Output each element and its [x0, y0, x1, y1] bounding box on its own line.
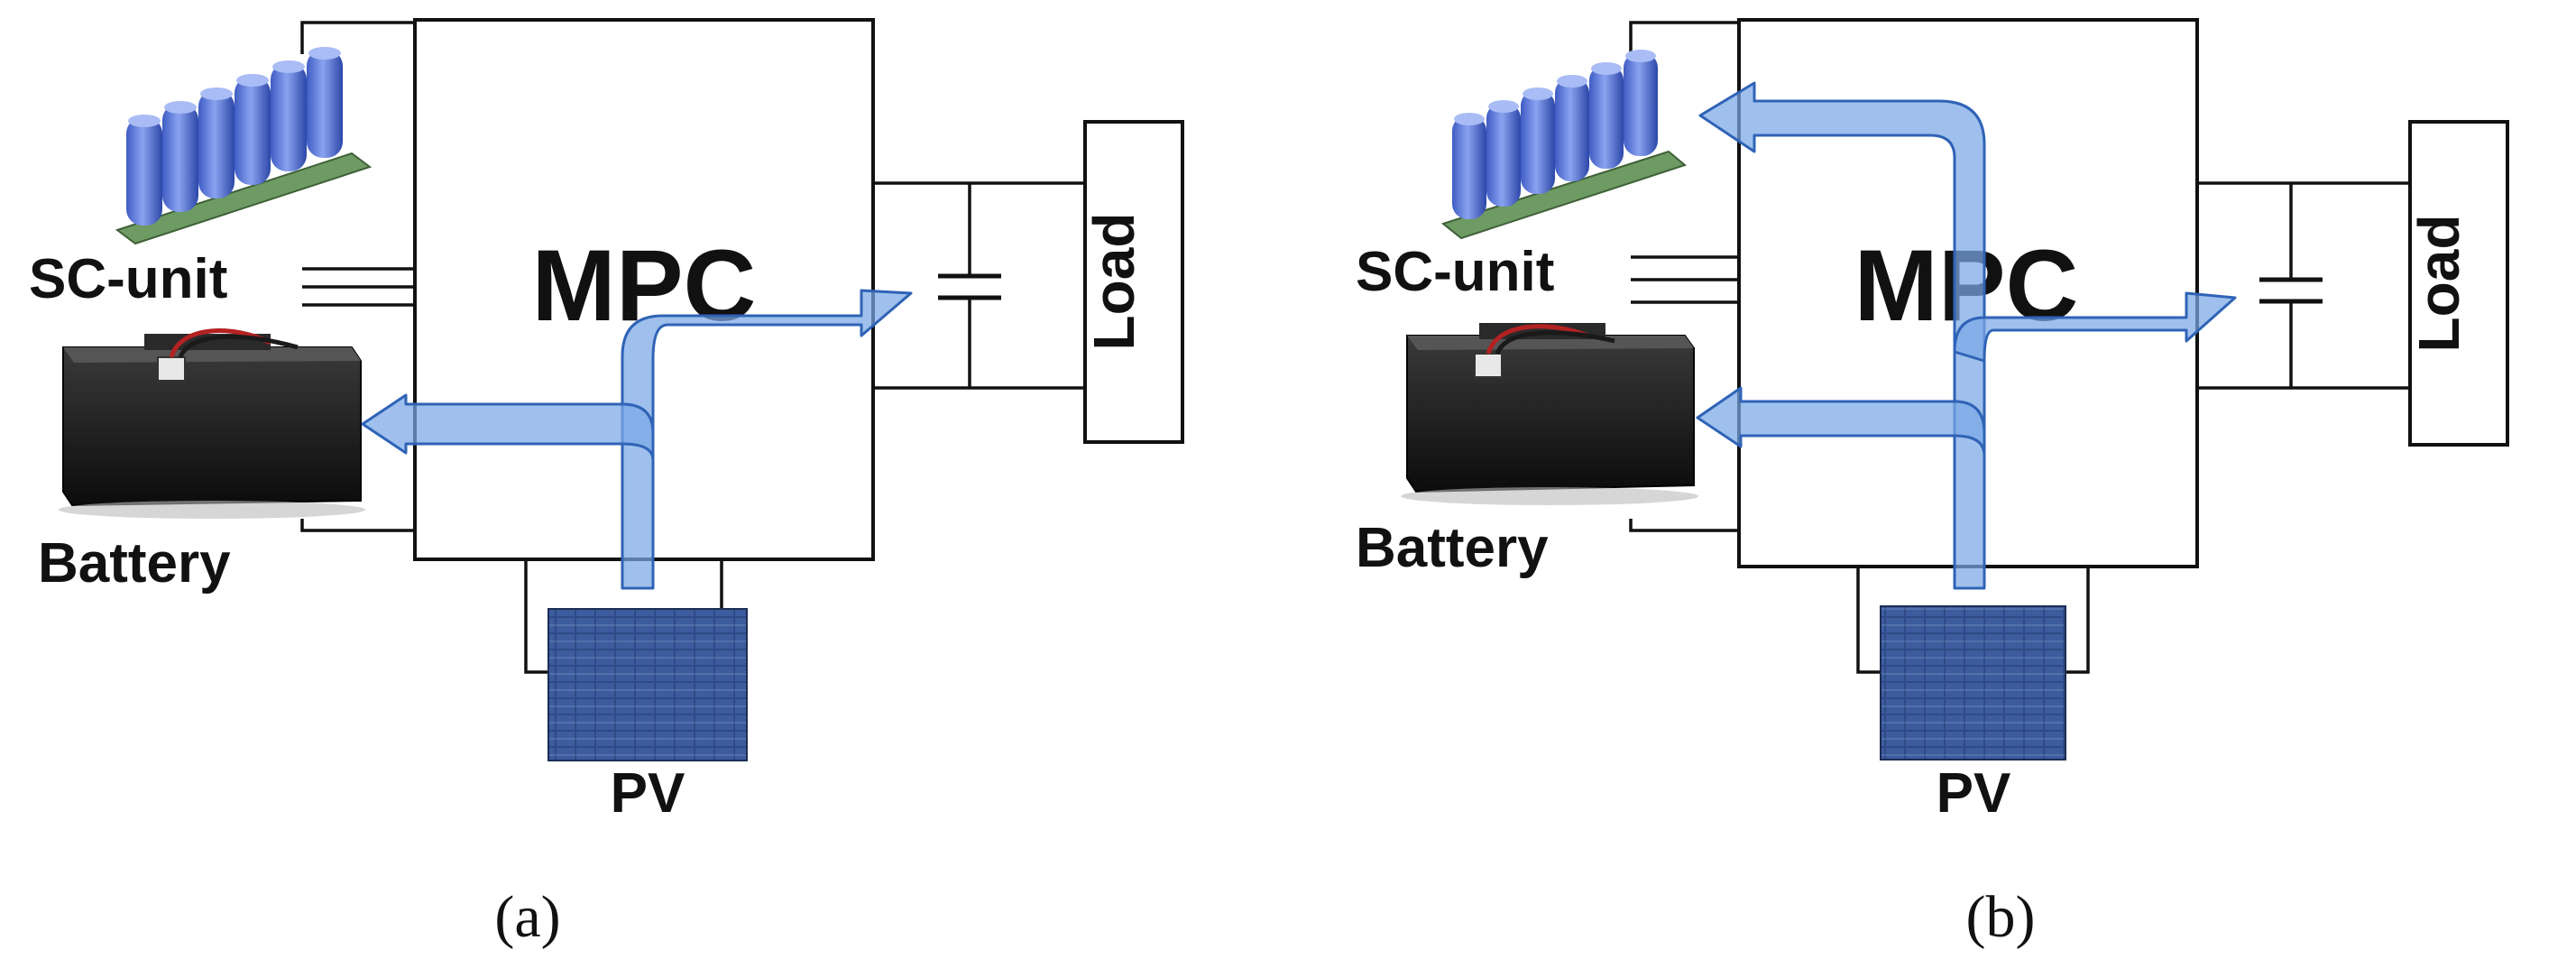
battery-label-b: Battery [1356, 517, 1549, 579]
battery-icon-a [59, 328, 365, 519]
sc-unit-label-b: SC-unit [1356, 241, 1554, 303]
flow-arrow-pv-to-sc-unit-b [1698, 81, 1986, 590]
wiring-a [300, 21, 1085, 674]
panel-b: MPC Load SC-unit Battery [1356, 18, 2509, 950]
pv-label-b: PV [1937, 762, 2011, 825]
pv-label-a: PV [611, 762, 685, 825]
load-box-a [1083, 120, 1184, 444]
flow-arrow-to-battery-a [361, 393, 655, 462]
battery-icon-b [1401, 323, 1698, 505]
flow-arrow-pv-to-battery-and-load-a [621, 289, 913, 590]
sc-unit-icon-a [115, 47, 373, 245]
pv-icon-a [547, 608, 748, 761]
wiring-b [1629, 21, 2410, 674]
caption-a: (a) [494, 884, 560, 950]
pv-icon-b [1880, 605, 2066, 761]
flow-arrow-to-battery-b [1696, 386, 1986, 457]
load-label-a: Load [1081, 213, 1146, 351]
load-label-b: Load [2406, 215, 2471, 353]
flow-arrow-to-load-b [1953, 291, 2237, 363]
caption-b: (b) [1966, 884, 2036, 950]
battery-label-a: Battery [38, 532, 231, 595]
sc-unit-label-a: SC-unit [29, 248, 227, 310]
panel-a: MPC Load SC-unit [29, 18, 1184, 950]
sc-unit-icon-b [1440, 50, 1688, 240]
load-box-b [2408, 120, 2509, 447]
